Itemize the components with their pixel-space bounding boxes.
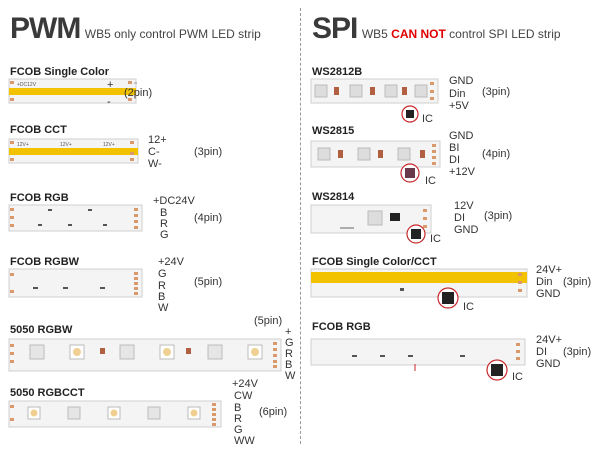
fcob-spi-strip [310, 268, 528, 309]
pin-label: GND [536, 358, 561, 370]
ic-label: IC [512, 371, 523, 383]
pin-count: (3pin) [194, 146, 223, 158]
ws2814-strip [310, 204, 432, 244]
fcob-rgbw-strip [8, 268, 143, 298]
pin-label: DI [449, 154, 460, 166]
pin-label: +24V [232, 378, 258, 390]
pin-label: DI [454, 212, 465, 224]
pin-label: WW [234, 435, 255, 447]
strip-title: 5050 RGBW [10, 324, 73, 336]
pin-label: G [285, 337, 294, 349]
pin-label: - [107, 96, 111, 108]
pin-label: Din [536, 276, 553, 288]
column-divider [300, 8, 301, 444]
pin-label: + [285, 326, 292, 338]
pin-label: CW [234, 390, 253, 402]
pin-label: W [285, 370, 296, 382]
pin-count: (6pin) [259, 406, 288, 418]
pin-label: R [160, 218, 168, 230]
ic-label: IC [430, 233, 441, 245]
pin-label: 12+ [148, 134, 167, 146]
pin-label: 24V+ [536, 334, 562, 346]
fcob-rgb-spi-strip [310, 338, 526, 381]
pin-label: C- [148, 146, 160, 158]
fcob-single-strip: +DC12V [8, 78, 137, 104]
strip-title: FCOB RGB [312, 321, 371, 333]
pin-label: GND [449, 130, 474, 142]
spi-title: SPI [312, 12, 358, 45]
pin-label: R [285, 348, 293, 360]
pin-count: (4pin) [194, 212, 223, 224]
pin-label: BI [449, 142, 460, 154]
pwm-title: PWM [10, 12, 81, 45]
pin-label: 24V+ [536, 264, 562, 276]
pwm-subtitle: WB5 only control PWM LED strip [84, 27, 261, 41]
strip-title: FCOB Single Color/CCT [312, 256, 437, 268]
strip-label: 12V+ [17, 142, 29, 148]
pin-label: G [158, 268, 167, 280]
ws2815-strip [310, 140, 441, 183]
pin-label: DI [536, 346, 547, 358]
pin-count: (3pin) [482, 86, 511, 98]
pin-label: +24V [158, 256, 184, 268]
pin-label: B [234, 402, 242, 414]
pin-count: (2pin) [124, 87, 153, 99]
strip-title: 5050 RGBCCT [10, 387, 85, 399]
fcob-cct-strip: 12V+ 12V+ 12V+ [8, 138, 139, 164]
5050-rgbcct-strip [8, 400, 222, 428]
pin-count: (5pin) [194, 276, 223, 288]
pin-label: +DC24V [153, 195, 195, 207]
strip-title: WS2812B [312, 66, 363, 78]
pin-label: +5V [449, 100, 469, 112]
pin-label: W [158, 302, 169, 314]
pin-count: (3pin) [563, 346, 592, 358]
pin-count: (3pin) [484, 210, 513, 222]
strip-title: FCOB RGB [10, 192, 69, 204]
pin-label: R [234, 413, 242, 425]
ic-label: IC [425, 175, 436, 187]
strip-title: WS2814 [312, 191, 355, 203]
5050-rgbw-strip [8, 338, 282, 372]
pin-label: GND [536, 288, 561, 300]
pin-label: Din [449, 88, 466, 100]
pin-label: W- [148, 158, 162, 170]
spi-header: SPI WB5 CAN NOT control SPI LED strip [312, 12, 561, 46]
pin-count: (3pin) [563, 276, 592, 288]
pin-label: GND [454, 224, 479, 236]
pin-count: (4pin) [482, 148, 511, 160]
pwm-header: PWM WB5 only control PWM LED strip [10, 12, 261, 46]
pin-count: (5pin) [254, 315, 283, 327]
pin-label: +12V [449, 166, 475, 178]
strip-label: 12V+ [103, 142, 115, 148]
pin-label: G [160, 229, 169, 241]
pin-label: B [158, 291, 166, 303]
strip-title: FCOB Single Color [10, 66, 109, 78]
strip-title: FCOB CCT [10, 124, 67, 136]
strip-label: 12V+ [60, 142, 72, 148]
fcob-rgb-strip [8, 204, 143, 232]
pin-label: B [285, 359, 293, 371]
ic-label: IC [463, 301, 474, 313]
strip-title: WS2815 [312, 125, 355, 137]
strip-label: +DC12V [17, 82, 37, 88]
pin-label: G [234, 424, 243, 436]
ic-label: IC [422, 113, 433, 125]
spi-subtitle: WB5 CAN NOT control SPI LED strip [361, 27, 561, 41]
pin-label: 12V [454, 200, 474, 212]
ws2812b-strip [310, 78, 439, 123]
strip-title: FCOB RGBW [10, 256, 80, 268]
pin-label: + [107, 79, 114, 91]
pin-label: B [160, 207, 168, 219]
pin-label: GND [449, 75, 474, 87]
pin-label: R [158, 280, 166, 292]
